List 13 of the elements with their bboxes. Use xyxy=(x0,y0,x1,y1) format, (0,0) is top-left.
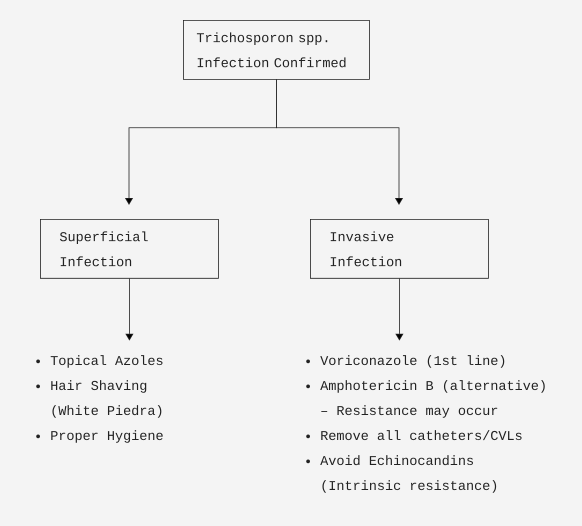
process-box: Invasive Infection xyxy=(310,218,489,279)
process-box: Superficial Infection xyxy=(40,218,219,279)
node-label: Voriconazole (1st line) xyxy=(320,355,504,368)
node-label: Proper Hygiene xyxy=(51,430,163,443)
bullet-list: Topical Azoles Hair Shaving (White Piedra) Proper Hygiene xyxy=(36,355,163,443)
bullet-list: Voriconazole (1st line) Amphotericin B (alternative) – Resistance may occur Remove all catheters/CVLs Avoid Echinocandins (Intrinsic resistance) xyxy=(306,355,545,493)
node-label: Topical Azoles xyxy=(50,355,162,368)
node-label: Hair Shaving (White Piedra) xyxy=(51,380,162,418)
process-box: Trichosporon spp. Infection Confirmed xyxy=(183,20,370,80)
node-label: Avoid Echinocandins (Intrinsic resistance) xyxy=(320,455,496,493)
node-label: Amphotericin B (alternative) – Resistance may occur xyxy=(320,380,545,418)
node-label: Remove all catheters/CVLs xyxy=(321,430,522,440)
arrow xyxy=(276,79,404,205)
